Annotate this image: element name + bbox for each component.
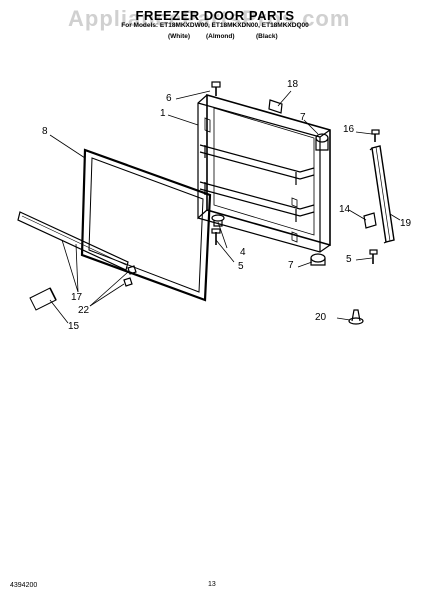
hinge-screw-left — [211, 228, 221, 245]
door-stop-top — [315, 133, 329, 151]
door-plug — [348, 309, 364, 325]
trim-screws — [123, 265, 137, 287]
door-stop-bottom — [310, 253, 326, 266]
callout-16: 16 — [343, 124, 355, 135]
callout-14: 14 — [339, 204, 351, 215]
page-number: 13 — [208, 581, 216, 588]
callout-6: 6 — [166, 93, 172, 104]
watermark: AppliancePartsPros.com — [68, 6, 351, 31]
callout-7-bottom: 7 — [288, 260, 294, 271]
door-trim-strip — [17, 211, 129, 271]
door-screw — [211, 81, 221, 96]
page-title: FREEZER DOOR PARTS — [135, 8, 295, 23]
callout-1: 1 — [160, 108, 166, 119]
callout-22: 22 — [78, 305, 90, 316]
callout-7-top: 7 — [300, 112, 306, 123]
leader-lines — [49, 90, 401, 324]
door-panel — [197, 93, 331, 253]
handle-screw-bottom — [369, 249, 378, 264]
handle-clip — [363, 212, 377, 229]
callout-5-left: 5 — [238, 261, 244, 272]
callout-8: 8 — [42, 126, 48, 137]
callout-5-right: 5 — [346, 254, 352, 265]
color-white: (White) — [168, 33, 191, 40]
callout-20: 20 — [315, 312, 327, 323]
door-gasket — [80, 148, 212, 302]
callout-18: 18 — [287, 79, 299, 90]
document-number: 4394200 — [10, 582, 38, 589]
color-almond: (Almond) — [206, 33, 235, 40]
color-black: (Black) — [256, 33, 278, 40]
model-list: For Models: ET18MKXDW00, ET18MKXDN00, ET… — [121, 22, 309, 29]
door-handle — [369, 145, 395, 244]
callout-19: 19 — [400, 218, 412, 229]
handle-screw-top — [371, 129, 380, 142]
hinge-bushing — [211, 214, 225, 227]
door-label — [268, 99, 283, 114]
handle-end-cap — [29, 287, 57, 311]
callout-4: 4 — [240, 247, 246, 258]
callout-17: 17 — [71, 292, 83, 303]
callout-15: 15 — [68, 321, 80, 332]
